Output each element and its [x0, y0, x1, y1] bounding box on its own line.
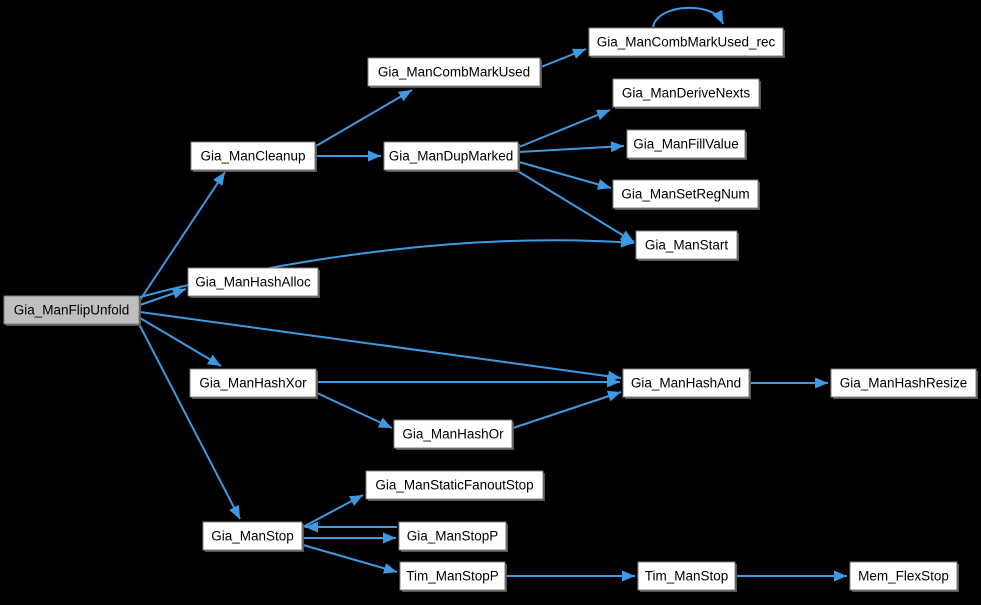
arrowhead-icon	[305, 521, 318, 533]
node-setregnum[interactable]: Gia_ManSetRegNum	[612, 179, 760, 210]
node-timmanstopp[interactable]: Tim_ManStopP	[399, 561, 507, 592]
node-fillvalue[interactable]: Gia_ManFillValue	[626, 129, 747, 160]
edge-manstop-to-timmanstopp	[302, 544, 398, 574]
node-rect[interactable]	[393, 419, 513, 449]
node-hashxor[interactable]: Gia_ManHashXor	[189, 368, 318, 399]
node-rect[interactable]	[626, 129, 746, 159]
node-rect[interactable]	[367, 57, 541, 87]
arrowhead-icon	[348, 495, 363, 506]
arrowhead-icon	[620, 230, 634, 242]
node-hashor[interactable]: Gia_ManHashOr	[393, 419, 514, 450]
edge-manstopp-to-manstop	[305, 521, 397, 533]
arrowhead-icon	[622, 570, 635, 582]
node-hashand[interactable]: Gia_ManHashAnd	[622, 368, 751, 399]
node-rect[interactable]	[190, 141, 316, 171]
edge-hashand-to-hashresize	[750, 377, 828, 389]
node-rect[interactable]	[3, 295, 140, 325]
node-derivenexts[interactable]: Gia_ManDeriveNexts	[612, 78, 761, 109]
edge-hashxor-to-hashand	[317, 376, 620, 388]
edge-dupmarked-to-derivenexts	[518, 109, 611, 148]
edge-flipunfold-to-hashxor	[139, 317, 222, 367]
node-manstart[interactable]: Gia_ManStart	[635, 230, 739, 261]
edge-flipunfold-to-cleanup	[139, 171, 226, 301]
node-manstop[interactable]: Gia_ManStop	[202, 521, 304, 552]
edge-cleanup-to-dupmarked	[316, 150, 381, 162]
node-rect[interactable]	[365, 470, 544, 500]
arrowhead-icon	[171, 288, 186, 299]
node-manstopp[interactable]: Gia_ManStopP	[398, 521, 508, 552]
node-rect[interactable]	[398, 521, 507, 551]
node-timmanstop[interactable]: Tim_ManStop	[637, 561, 737, 592]
edge-combmarkused-to-combmarkusedrec	[540, 48, 587, 68]
edge-cleanup-to-combmarkused	[315, 89, 413, 147]
arrowhead-icon	[607, 376, 620, 388]
node-rect[interactable]	[202, 521, 303, 551]
node-rect[interactable]	[189, 368, 317, 398]
arrowhead-icon	[207, 354, 221, 366]
edge-flipunfold-to-manstop	[137, 321, 241, 520]
arrowhead-icon	[712, 9, 723, 24]
node-combmarkused[interactable]: Gia_ManCombMarkUsed	[367, 57, 542, 88]
node-rect[interactable]	[635, 230, 738, 260]
edge-manstop-to-staticfanoutstop	[302, 494, 364, 528]
node-rect[interactable]	[187, 267, 319, 297]
node-rect[interactable]	[383, 141, 519, 171]
arrowhead-icon	[596, 179, 611, 190]
node-dupmarked[interactable]: Gia_ManDupMarked	[383, 141, 520, 172]
node-rect[interactable]	[612, 179, 759, 209]
node-memflexstop[interactable]: Mem_FlexStop	[849, 561, 959, 592]
node-rect[interactable]	[588, 27, 784, 57]
arrowhead-icon	[606, 390, 621, 402]
node-rect[interactable]	[637, 561, 736, 591]
node-rect[interactable]	[622, 368, 750, 398]
node-rect[interactable]	[830, 368, 977, 398]
node-rect[interactable]	[849, 561, 958, 591]
arrowhead-icon	[834, 570, 847, 582]
edge-dupmarked-to-fillvalue	[518, 141, 625, 153]
arrowhead-icon	[368, 150, 381, 162]
arrowhead-icon	[213, 172, 225, 186]
node-cleanup[interactable]: Gia_ManCleanup	[190, 141, 317, 172]
arrowhead-icon	[815, 377, 828, 389]
edge-flipunfold-to-hashalloc	[139, 288, 187, 306]
edge-timmanstop-to-memflexstop	[736, 570, 847, 582]
edge-hashxor-to-hashor	[316, 392, 393, 429]
edges-layer	[137, 6, 847, 582]
edge-manstop-to-manstopp	[303, 532, 396, 544]
node-hashalloc[interactable]: Gia_ManHashAlloc	[187, 267, 320, 298]
edge-combmarkusedrec-to-combmarkusedrec	[652, 6, 724, 28]
arrowhead-icon	[383, 532, 396, 544]
node-rect[interactable]	[399, 561, 506, 591]
arrowhead-icon	[382, 563, 397, 574]
node-hashresize[interactable]: Gia_ManHashResize	[830, 368, 978, 399]
edge-dupmarked-to-manstart	[515, 169, 635, 243]
arrowhead-icon	[229, 504, 240, 519]
edge-timmanstopp-to-timmanstop	[506, 570, 635, 582]
arrowhead-icon	[377, 417, 392, 428]
edge-dupmarked-to-setregnum	[518, 161, 612, 190]
arrowhead-icon	[610, 141, 624, 153]
arrowhead-icon	[397, 90, 412, 102]
node-flipunfold[interactable]: Gia_ManFlipUnfold	[3, 295, 141, 326]
node-rect[interactable]	[612, 78, 760, 108]
nodes-layer: Gia_ManFlipUnfold Gia_ManCleanupGia_ManHa…	[3, 27, 978, 592]
arrowhead-icon	[571, 48, 586, 59]
arrowhead-icon	[595, 109, 610, 120]
node-staticfanoutstop[interactable]: Gia_ManStaticFanoutStop	[365, 470, 545, 501]
node-combmarkusedrec[interactable]: Gia_ManCombMarkUsed_rec	[588, 27, 785, 58]
edge-hashor-to-hashand	[512, 390, 622, 429]
